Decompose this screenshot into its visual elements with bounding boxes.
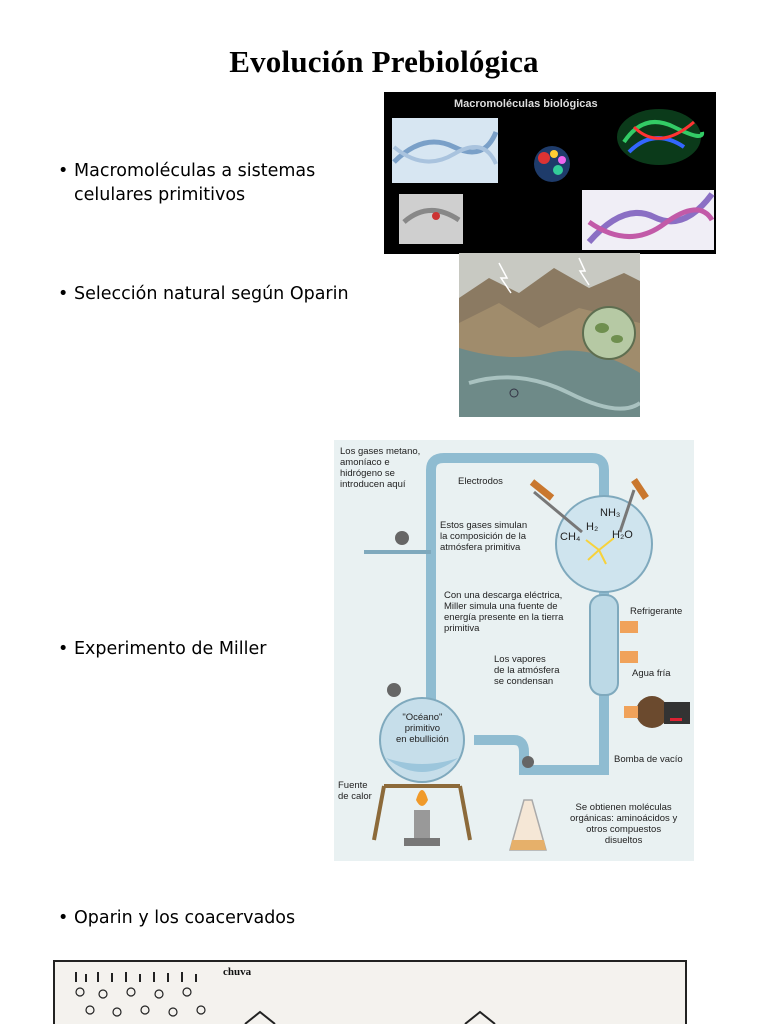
bullet-macromolecules: • Macromoléculas a sistemas celulares pr… [58, 159, 358, 207]
label-refrigerant: Refrigerante [630, 606, 683, 617]
bullet-dot: • [58, 284, 69, 304]
label-electrodes: Electrodos [458, 476, 503, 487]
label-ch4: CH₄ [560, 531, 581, 543]
label-heat-source: Fuente de calor [338, 780, 372, 802]
coacervates-rain-label: chuva [223, 966, 252, 978]
macromolecules-illustration [392, 109, 715, 250]
bullet-natural-selection: • Selección natural según Oparin [58, 282, 349, 306]
bullet-coacervates: • Oparin y los coacervados [58, 906, 295, 930]
bullet-miller-experiment: • Experimento de Miller [58, 637, 266, 661]
bullet-text: Experimento de Miller [74, 639, 267, 659]
bullet-dot: • [58, 908, 69, 928]
label-cold-water: Agua fría [632, 668, 671, 679]
bullet-dot: • [58, 639, 69, 659]
macromolecules-image: Macromoléculas biológicas [384, 92, 716, 254]
bullet-text: Selección natural según Oparin [74, 284, 349, 304]
label-h2: H₂ [586, 521, 599, 533]
label-boiling-ocean: "Océano" primitivo en ebullición [396, 712, 449, 745]
label-vapors: Los vapores de la atmósfera se condensan [494, 654, 560, 687]
label-gases-intro: Los gases metano, amoníaco e hidrógeno s… [340, 446, 421, 490]
landscape-illustration [459, 253, 640, 417]
coacervates-figure: chuva [53, 960, 687, 1024]
coacervates-illustration [75, 972, 496, 1024]
label-h2o: H₂O [612, 529, 633, 541]
label-nh3: NH₃ [600, 507, 621, 519]
miller-apparatus-illustration [364, 453, 690, 851]
label-vacuum-pump: Bomba de vacío [614, 754, 683, 765]
slide-title: Evolución Prebiológica [229, 44, 539, 79]
bullet-text: Oparin y los coacervados [74, 908, 296, 928]
label-gas-simulation: Estos gases simulan la composición de la… [440, 520, 528, 553]
label-organic-molecules: Se obtienen moléculas orgánicas: aminoác… [570, 802, 678, 846]
label-electric-discharge: Con una descarga eléctrica, Miller simul… [444, 590, 564, 634]
oparin-landscape-image [459, 253, 640, 417]
bullet-text: Macromoléculas a sistemas celulares prim… [74, 161, 316, 205]
bullet-dot: • [58, 161, 69, 181]
macromolecules-caption: Macromoléculas biológicas [454, 98, 598, 110]
miller-experiment-diagram: Los gases metano, amoníaco e hidrógeno s… [334, 440, 694, 861]
